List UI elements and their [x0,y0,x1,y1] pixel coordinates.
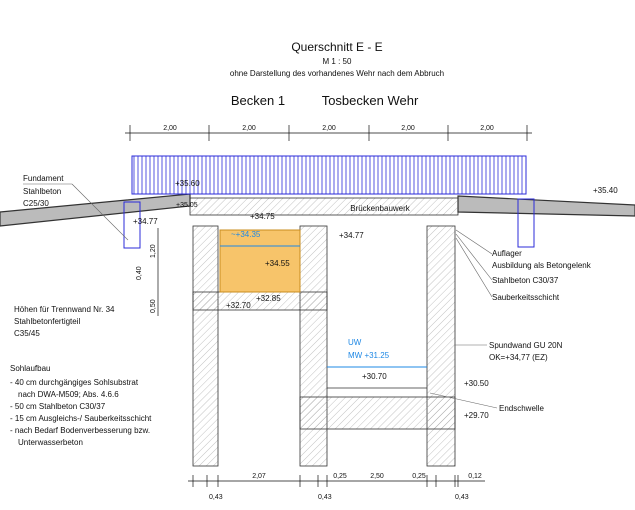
fundament-label: Stahlbeton [23,187,61,196]
trennwand-label: Höhen für Trennwand Nr. 34 [14,305,115,314]
level: +35.05 [176,202,198,209]
foundation-right [517,198,535,248]
sohlaufbau-line: - 40 cm durchgängiges Sohlsubstrat [10,378,139,387]
level: ~+34.35 [231,230,261,239]
dim-label: 2,00 [480,125,494,132]
dim-label: 2,00 [322,125,336,132]
dim-label: 2,00 [242,125,256,132]
dim-label: 2,00 [401,125,415,132]
spundwand-label: OK=+34,77 (EZ) [489,353,548,362]
auflager-label: Auflager [492,249,522,258]
level: +35.60 [175,179,200,188]
level: +34.55 [265,259,290,268]
scale-label: M 1 : 50 [323,57,352,66]
level: +29.70 [464,411,489,420]
level: +30.50 [464,379,489,388]
sohlaufbau-line: - nach Bedarf Bodenverbesserung bzw. [10,426,150,435]
section-label-left: Becken 1 [231,93,285,108]
timber-partition [219,229,301,293]
dim-label: 0,43 [209,494,223,501]
level: MW +31.25 [348,351,390,360]
railing [131,155,527,195]
sohlaufbau-line: - 50 cm Stahlbeton C30/37 [10,402,106,411]
dim-label: 1,20 [150,244,157,258]
dim-label: 2,00 [163,125,177,132]
level: +34.75 [250,212,275,221]
level: +32.70 [226,301,251,310]
betongelenk-label: Ausbildung als Betongelenk [492,261,592,270]
subtitle: ohne Darstellung des vorhandenes Wehr na… [230,69,444,78]
dim-label: 0,25 [333,473,347,480]
dim-label: 0,50 [150,299,157,313]
stahlbeton-label: Stahlbeton C30/37 [492,276,559,285]
dim-label: 2,07 [252,473,266,480]
ground-right [457,195,635,217]
trennwand-label: Stahlbetonfertigteil [14,317,80,326]
fundament-label: C25/30 [23,199,49,208]
level: +34.77 [339,231,364,240]
fundament-label: Fundament [23,174,64,183]
dim-label: 0,40 [136,266,143,280]
dim-label: 2,50 [370,473,384,480]
leader-lines [429,229,498,409]
foundation-left [123,201,141,249]
level: +34.77 [133,217,158,226]
dim-label: 0,12 [468,473,482,480]
sohlaufbau-line: Unterwasserbeton [18,438,83,447]
dim-label: 0,43 [455,494,469,501]
bridge-deck [189,197,459,216]
sohlaufbau-title: Sohlaufbau [10,364,50,373]
structure [192,225,456,467]
level: +30.70 [362,372,387,381]
section-label-right: Tosbecken Wehr [322,93,419,108]
bridge-label: Brückenbauwerk [350,204,411,213]
level: +35.40 [593,186,618,195]
drawing-title: Querschnitt E - E [291,40,382,54]
dim-label: 0,43 [318,494,332,501]
bottom-dimension-line [188,475,485,487]
trennwand-label: C35/45 [14,329,40,338]
level: +32.85 [256,294,281,303]
endschwelle-label: Endschwelle [499,404,544,413]
spundwand-label: Spundwand GU 20N [489,341,563,350]
level: UW [348,338,362,347]
top-dimension-line [125,125,532,141]
sohlaufbau-line: nach DWA-M509; Abs. 4.6.6 [18,390,119,399]
dim-label: 0,25 [412,473,426,480]
sohlaufbau-line: - 15 cm Ausgleichs-/ Sauberkeitsschicht [10,414,152,423]
sauberkeit-label: Sauberkeitsschicht [492,293,560,302]
